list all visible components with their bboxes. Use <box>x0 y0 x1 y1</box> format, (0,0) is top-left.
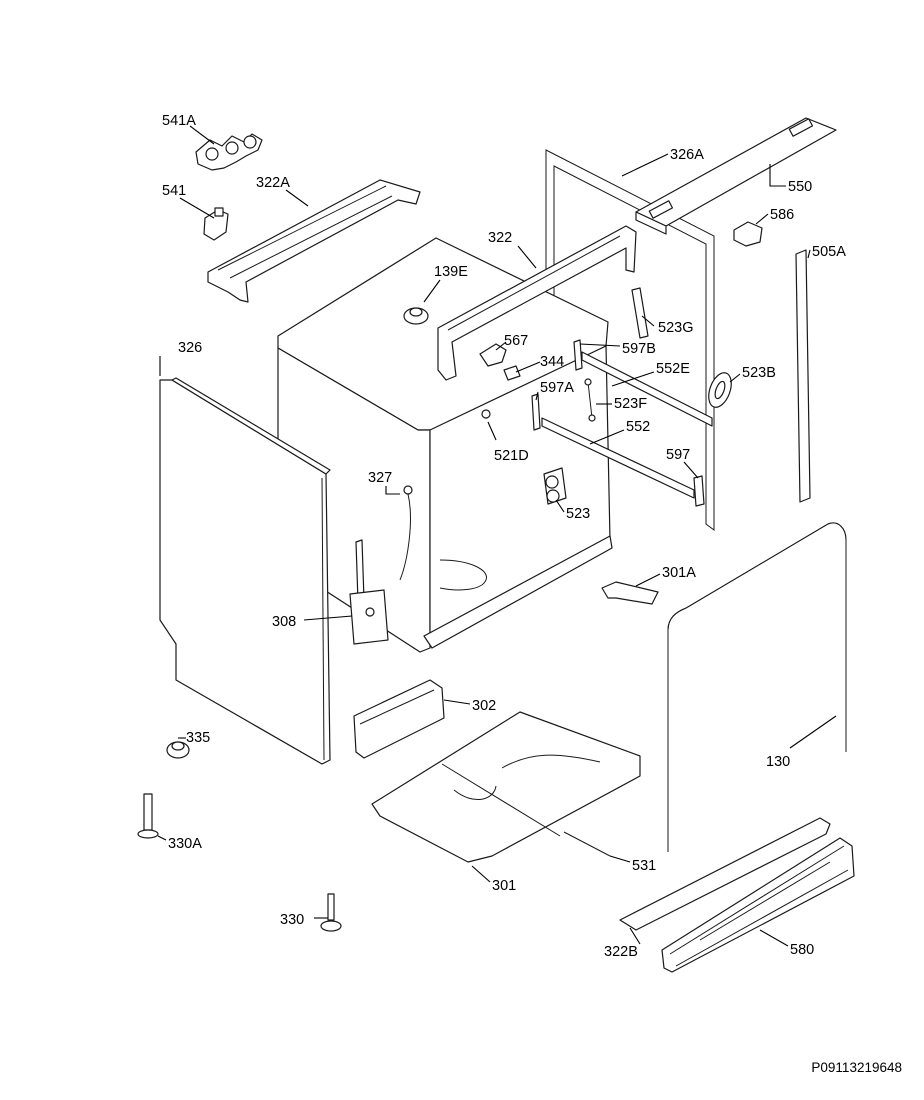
part-labels: 541A 541 322A 326A 550 586 505A 322 139E… <box>162 113 846 960</box>
part-523g-seal <box>631 287 649 339</box>
label-586: 586 <box>770 207 794 223</box>
label-302: 302 <box>472 698 496 714</box>
label-580: 580 <box>790 942 814 958</box>
label-330a: 330A <box>168 836 202 852</box>
part-330a-screw <box>137 793 159 839</box>
label-597b: 597B <box>622 341 656 357</box>
drawing-code: P09113219648 <box>811 1060 902 1075</box>
label-322: 322 <box>488 230 512 246</box>
part-586-clip <box>733 221 763 247</box>
part-335-foot <box>166 741 190 759</box>
part-523f-pin <box>584 378 596 422</box>
label-523b: 523B <box>742 365 776 381</box>
label-521d: 521D <box>494 448 529 464</box>
part-541a-clips <box>195 133 263 171</box>
part-523b-seal <box>708 372 732 408</box>
part-505a-seal-strip <box>795 249 811 503</box>
part-552e-rail <box>581 351 713 427</box>
label-308: 308 <box>272 614 296 630</box>
label-322b: 322B <box>604 944 638 960</box>
label-326a: 326A <box>670 147 704 163</box>
part-597 <box>693 475 705 507</box>
label-541a: 541A <box>162 113 196 129</box>
part-550-top-strip <box>635 117 837 235</box>
part-330-screw <box>320 893 342 932</box>
label-541: 541 <box>162 183 186 199</box>
part-322a-top-rail <box>207 179 421 303</box>
label-326: 326 <box>178 340 202 356</box>
part-139e-nut <box>403 307 429 325</box>
part-130-door-seal <box>667 522 847 852</box>
part-301-base <box>371 711 641 863</box>
part-308-hinge <box>349 539 389 645</box>
part-327-clip <box>399 485 413 581</box>
label-552e: 552E <box>656 361 690 377</box>
label-597: 597 <box>666 447 690 463</box>
label-523f: 523F <box>614 396 647 412</box>
label-322a: 322A <box>256 175 290 191</box>
label-130: 130 <box>766 754 790 770</box>
part-344 <box>503 365 521 381</box>
label-139e: 139E <box>434 264 468 280</box>
part-301a-handle <box>601 581 659 605</box>
part-552-rail <box>541 417 695 499</box>
label-552: 552 <box>626 419 650 435</box>
part-521d <box>481 409 491 419</box>
label-335: 335 <box>186 730 210 746</box>
label-344: 344 <box>540 354 564 370</box>
part-326-door-panel <box>159 377 331 765</box>
label-301: 301 <box>492 878 516 894</box>
label-531: 531 <box>632 858 656 874</box>
part-322-top-brace <box>437 225 637 381</box>
part-322b-580-bottom-rails <box>619 817 855 973</box>
part-531-wire <box>563 831 611 857</box>
part-541-bracket <box>203 207 229 241</box>
label-327: 327 <box>368 470 392 486</box>
label-597a: 597A <box>540 380 574 396</box>
part-523-inlets <box>543 467 567 505</box>
label-330: 330 <box>280 912 304 928</box>
label-550: 550 <box>788 179 812 195</box>
label-523g: 523G <box>658 320 693 336</box>
label-567: 567 <box>504 333 528 349</box>
part-597a <box>531 393 541 431</box>
label-523: 523 <box>566 506 590 522</box>
part-597b <box>573 339 583 371</box>
part-567-bracket <box>479 343 507 367</box>
label-505a: 505A <box>812 244 846 260</box>
leader-lines <box>157 125 837 947</box>
part-302-bracket <box>353 679 445 759</box>
label-301a: 301A <box>662 565 696 581</box>
